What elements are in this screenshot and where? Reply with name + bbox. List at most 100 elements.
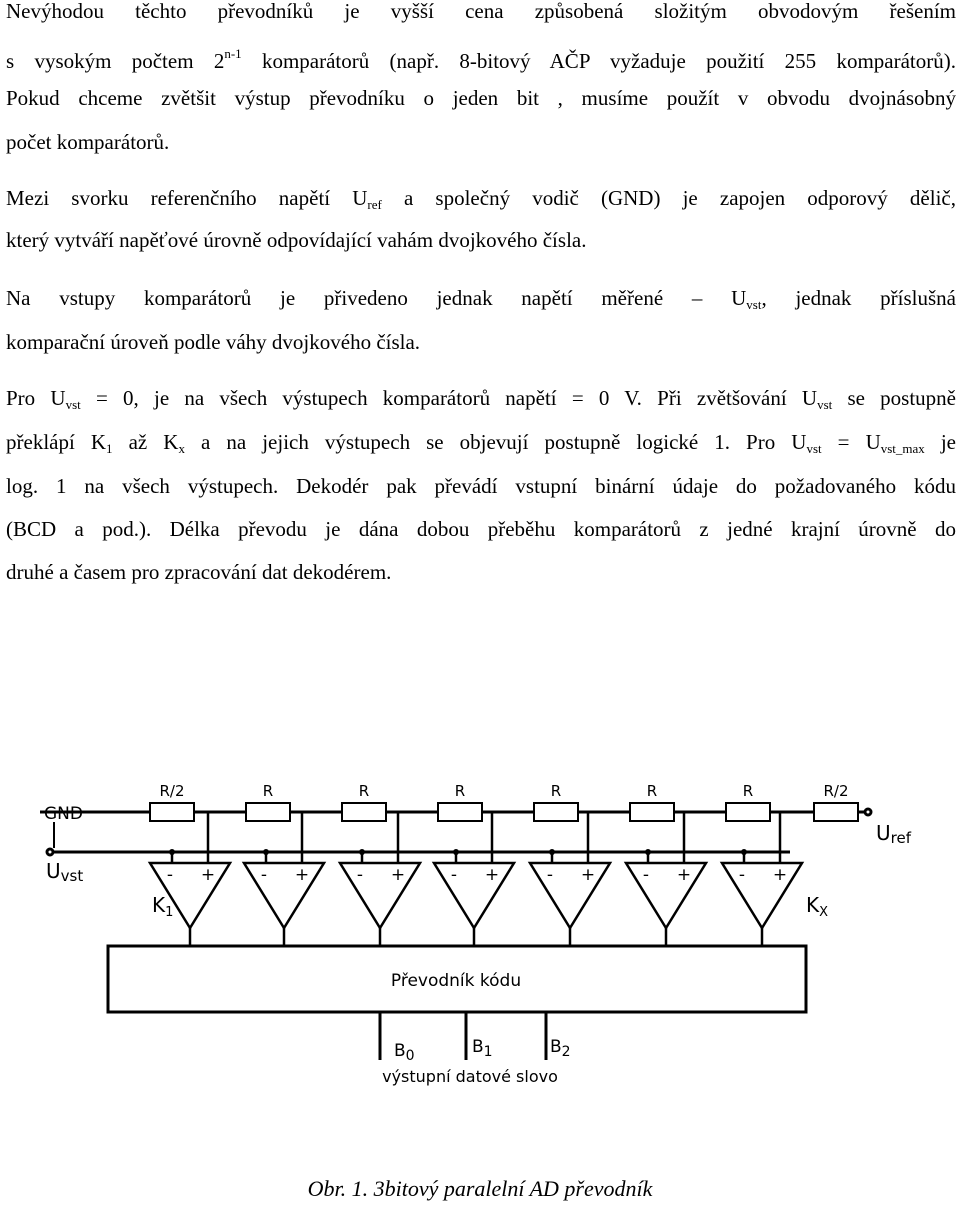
uref-label: Uref — [876, 821, 912, 847]
junction-dot — [359, 849, 365, 855]
subscript: vst — [806, 441, 822, 456]
output-sub: 0 — [406, 1048, 415, 1064]
subscript: vst — [817, 397, 833, 412]
output-main: B — [472, 1037, 484, 1057]
junction-dot — [263, 849, 269, 855]
comparator-triangle — [431, 861, 517, 931]
para3-line2: komparační úroveň podle váhy dvojkového … — [6, 330, 421, 354]
plus-sign: + — [295, 865, 309, 885]
resistor-label: R — [455, 782, 465, 800]
text-run: je — [924, 430, 956, 454]
gnd-label: GND — [44, 804, 83, 824]
comparator: -+ — [527, 812, 613, 946]
minus-sign: - — [451, 865, 457, 885]
minus-sign: - — [261, 865, 267, 885]
comparator: -+ — [623, 812, 709, 946]
comparator-triangle — [623, 861, 709, 931]
k1-label: K1 — [152, 893, 173, 920]
para1-line2: s vysokým počtem 2n-1 komparátorů (např.… — [6, 32, 956, 83]
minus-sign: - — [357, 865, 363, 885]
text-run: a na jejich výstupech se objevují postup… — [184, 430, 807, 454]
uvst-sub: vst — [61, 867, 84, 885]
para4-line3: log. 1 na všech výstupech. Dekodér pak p… — [6, 474, 956, 498]
para1-line3: Pokud chceme zvětšit výstup převodníku o… — [6, 86, 956, 110]
resistor-label: R/2 — [159, 782, 184, 800]
adc-circuit-diagram: R/2 R R R R R R R/2 GND Uvst Uref -+-+-+… — [40, 782, 912, 1086]
text-run: Na vstupy komparátorů je přivedeno jedna… — [6, 286, 747, 310]
resistor-label: R — [551, 782, 561, 800]
text-run: se postupně — [832, 386, 956, 410]
para4-line4: (BCD a pod.). Délka převodu je dána dobo… — [6, 517, 956, 541]
resistor-label: R — [359, 782, 369, 800]
text-run: = 0, je na všech výstupech komparátorů n… — [80, 386, 818, 410]
minus-sign: - — [643, 865, 649, 885]
text-run: až K — [112, 430, 179, 454]
comparator: -+ — [719, 812, 805, 946]
plus-sign: + — [773, 865, 787, 885]
minus-sign: - — [547, 865, 553, 885]
text-run: = U — [821, 430, 881, 454]
output-b0: B0 — [394, 1041, 415, 1064]
text-run: s vysokým počtem 2 — [6, 49, 225, 73]
resistor-label: R — [647, 782, 657, 800]
kx-main: K — [806, 893, 820, 917]
output-b1: B1 — [472, 1037, 493, 1060]
subscript: ref — [367, 197, 382, 212]
plus-sign: + — [201, 865, 215, 885]
comparator-triangle — [241, 861, 327, 931]
text-run: Mezi svorku referenčního napětí U — [6, 186, 368, 210]
text-run: , jednak příslušná — [761, 286, 956, 310]
figure-caption: Obr. 1. 3bitový paralelní AD převodník — [307, 1176, 653, 1201]
comparator-triangle — [337, 861, 423, 931]
minus-sign: - — [739, 865, 745, 885]
minus-sign: - — [167, 865, 173, 885]
para1-line1: Nevýhodou těchto převodníků je vyšší cen… — [6, 0, 956, 23]
decoder-label: Převodník kódu — [391, 971, 521, 991]
junction-dot — [549, 849, 555, 855]
comparator-triangle — [147, 861, 233, 931]
text-run: překlápí K — [6, 430, 107, 454]
k1-sub: 1 — [165, 905, 173, 920]
resistor-label: R — [263, 782, 273, 800]
plus-sign: + — [677, 865, 691, 885]
resistor-label: R — [743, 782, 753, 800]
comparator: -+ — [147, 812, 233, 946]
junction-dot — [645, 849, 651, 855]
comparator-triangle — [719, 861, 805, 931]
kx-label: KX — [806, 893, 828, 920]
para4-line1: Pro Uvst = 0, je na všech výstupech komp… — [6, 376, 956, 427]
para3-line1: Na vstupy komparátorů je přivedeno jedna… — [6, 276, 956, 327]
comparator: -+ — [431, 812, 517, 946]
para1-line4: počet komparátorů. — [6, 130, 170, 154]
resistor-label: R/2 — [823, 782, 848, 800]
output-main: B — [394, 1041, 406, 1061]
uref-sub: ref — [891, 829, 912, 847]
plus-sign: + — [485, 865, 499, 885]
uvst-main: U — [46, 859, 61, 883]
comparators: -+-+-+-+-+-+-+ — [147, 812, 805, 946]
subscript: vst — [746, 297, 762, 312]
text-run: a společný vodič (GND) je zapojen odporo… — [381, 186, 956, 210]
comparator: -+ — [337, 812, 423, 946]
comparator-triangle — [527, 861, 613, 931]
junction-dot — [741, 849, 747, 855]
output-sub: 1 — [484, 1044, 493, 1060]
uvst-label: Uvst — [46, 859, 83, 885]
junction-dot — [169, 849, 175, 855]
output-word-label: výstupní datové slovo — [382, 1067, 558, 1086]
plus-sign: + — [391, 865, 405, 885]
junction-dot — [453, 849, 459, 855]
superscript: n-1 — [224, 46, 242, 61]
subscript: vst — [65, 397, 81, 412]
output-main: B — [550, 1037, 562, 1057]
subscript: 1 — [106, 441, 113, 456]
k1-main: K — [152, 893, 166, 917]
para4-line2: překlápí K1 až Kx a na jejich výstupech … — [6, 420, 956, 471]
uref-main: U — [876, 821, 891, 845]
text-run: komparátorů (např. 8-bitový AČP vyžaduje… — [241, 49, 956, 73]
comparator: -+ — [241, 812, 327, 946]
output-b2: B2 — [550, 1037, 571, 1060]
decoder-block — [106, 944, 808, 1014]
para2-line1: Mezi svorku referenčního napětí Uref a s… — [6, 176, 956, 227]
plus-sign: + — [581, 865, 595, 885]
